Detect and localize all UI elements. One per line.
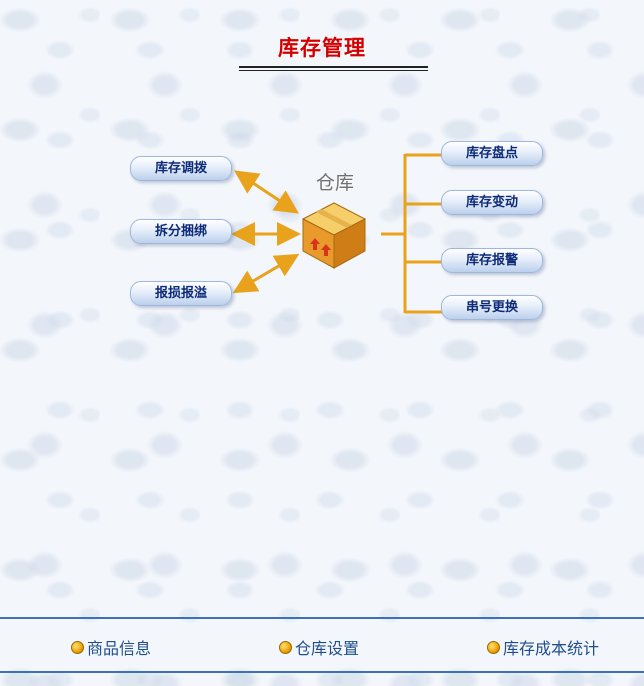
stock-transfer-button[interactable]: 库存调拨: [130, 156, 232, 181]
arrow-loss-overflow: [232, 253, 300, 294]
title-underline-secondary: [239, 70, 428, 71]
orange-bullet-icon: [279, 640, 292, 654]
arrow-transfer: [234, 170, 299, 214]
nav-inventory-cost-stats-label: 库存成本统计: [503, 639, 600, 658]
page-title: 库存管理: [278, 36, 366, 60]
stock-alarm-button[interactable]: 库存报警: [441, 248, 543, 273]
bottom-nav-divider-bottom: [0, 671, 644, 673]
title-underline: [239, 66, 428, 68]
nav-product-info[interactable]: 商品信息: [71, 636, 151, 658]
nav-product-info-label: 商品信息: [87, 639, 152, 658]
nav-warehouse-settings[interactable]: 仓库设置: [279, 636, 359, 658]
orange-bullet-icon: [487, 640, 500, 654]
nav-inventory-cost-stats[interactable]: 库存成本统计: [487, 636, 599, 658]
loss-overflow-button[interactable]: 报损报溢: [130, 281, 232, 306]
stock-change-button[interactable]: 库存变动: [441, 190, 543, 215]
nav-warehouse-settings-label: 仓库设置: [295, 639, 360, 658]
bottom-nav-divider-top: [0, 617, 644, 619]
orange-bullet-icon: [71, 640, 84, 654]
serial-replace-button[interactable]: 串号更换: [441, 295, 543, 320]
warehouse-label: 仓库: [315, 172, 354, 194]
warehouse-box-icon: [301, 202, 367, 269]
stocktake-button[interactable]: 库存盘点: [441, 141, 543, 166]
split-bundle-button[interactable]: 拆分捆绑: [130, 219, 232, 244]
